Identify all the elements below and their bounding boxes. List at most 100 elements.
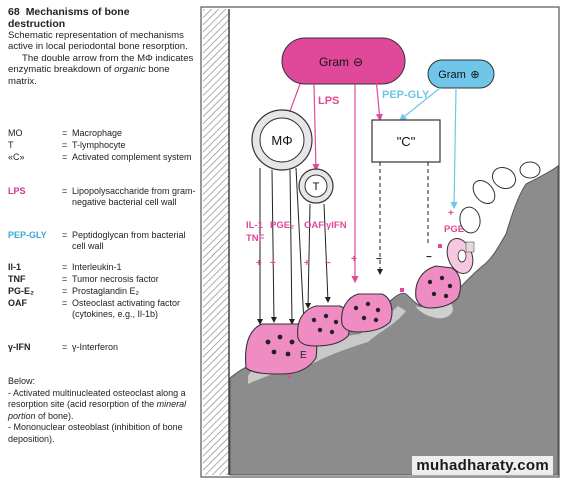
pge2-label: PGE₂ bbox=[270, 220, 294, 231]
legend-def: Prostaglandin E₂ bbox=[72, 286, 140, 296]
osteoclast-nucleus bbox=[333, 319, 339, 325]
osteoclast-nucleus bbox=[285, 351, 291, 357]
minus-sign: − bbox=[376, 254, 382, 265]
osteoblast bbox=[491, 166, 517, 190]
legend-abbr: PG-E₂ bbox=[8, 286, 35, 296]
osteoclast-nucleus bbox=[443, 293, 449, 299]
osteoblast-nucleus bbox=[457, 249, 467, 263]
below-heading: Below: bbox=[8, 376, 36, 386]
il1-label: IL-1 bbox=[246, 220, 264, 231]
legend-equals: = bbox=[62, 186, 68, 196]
below-item1-suffix: of bone). bbox=[35, 410, 74, 421]
plus-sign: + bbox=[351, 254, 357, 265]
osteoblast bbox=[472, 179, 496, 205]
legend-abbr: OAF bbox=[8, 298, 27, 308]
below-item2: - Mononuclear osteoblast (inhibition of … bbox=[8, 422, 183, 444]
description-para2-emph: organic bbox=[114, 64, 146, 76]
legend-abbr: PEP-GLY bbox=[8, 230, 47, 240]
gram-negative-sign: ⊖ bbox=[353, 55, 363, 69]
legend-def: Interleukin-1 bbox=[72, 262, 122, 272]
osteoclast-nucleus bbox=[361, 315, 367, 321]
legend-equals: = bbox=[62, 342, 68, 352]
legend-def: Osteoclast activating factor (cytokines,… bbox=[72, 298, 181, 319]
ifn-label: γIFN bbox=[326, 220, 347, 231]
legend-abbr: TNF bbox=[8, 274, 26, 284]
watermark: muhadharaty.com bbox=[412, 456, 553, 475]
complement-box bbox=[371, 119, 441, 163]
legend-equals: = bbox=[62, 298, 68, 308]
oaf-label: OAF bbox=[304, 220, 324, 231]
description-para1: Schematic representation of mechanisms a… bbox=[8, 30, 188, 53]
macrophage-inner bbox=[259, 117, 305, 163]
plus-sign: + bbox=[448, 208, 454, 219]
macrophage-arrow-4 bbox=[295, 167, 307, 325]
osteoclast-4 bbox=[415, 265, 462, 309]
legend-equals: = bbox=[62, 128, 68, 138]
legend-def: T-lymphocyte bbox=[72, 140, 126, 150]
osteoclast-nucleus bbox=[271, 349, 277, 355]
plus-sign: + bbox=[256, 258, 262, 269]
legend-abbr: γ-IFN bbox=[8, 342, 31, 352]
lps-arrow-complement bbox=[375, 77, 384, 122]
below-item1: - Activated multinucleated osteoclast al… bbox=[8, 388, 200, 423]
pge-right-label: PGE bbox=[444, 224, 464, 235]
legend-abbr: MO bbox=[8, 128, 23, 138]
lps-arrow-tcell bbox=[312, 83, 320, 172]
gram-positive-label: Gram bbox=[438, 69, 466, 81]
t-lymphocyte-inner bbox=[304, 174, 328, 198]
legend-abbr: LPS bbox=[8, 186, 26, 196]
gram-positive-bacterium bbox=[427, 59, 495, 89]
plus-sign: + bbox=[304, 258, 310, 269]
gram-negative-label: Gram bbox=[319, 55, 349, 69]
osteoclast-nucleus bbox=[373, 317, 379, 323]
macrophage-arrow-3 bbox=[288, 169, 295, 325]
legend-equals: = bbox=[62, 262, 68, 272]
legend-def: Tumor necrosis factor bbox=[72, 274, 159, 284]
plus-sign: + bbox=[286, 372, 292, 383]
description-para2-suffix: bone matrix. bbox=[8, 64, 170, 87]
legend-equals: = bbox=[62, 274, 68, 284]
tooth-root-hatch bbox=[203, 9, 229, 475]
enzyme-label: E bbox=[300, 350, 307, 361]
osteoclast-nucleus bbox=[375, 307, 381, 313]
bone-fragment bbox=[465, 241, 475, 253]
osteoclast-nucleus bbox=[317, 327, 323, 333]
osteoclast-nucleus bbox=[353, 305, 359, 311]
osteoclast-nucleus bbox=[447, 283, 453, 289]
pepgly-arrow-cells bbox=[450, 87, 458, 210]
lps-label: LPS bbox=[318, 95, 339, 107]
macrophage-label: MΦ bbox=[271, 133, 292, 148]
osteoclast-2 bbox=[297, 305, 351, 347]
below-notes: Below: - Activated multinucleated osteoc… bbox=[8, 376, 200, 446]
osteoclast-nucleus bbox=[439, 275, 445, 281]
legend-abbr: «C» bbox=[8, 152, 25, 162]
osteoclast-nucleus bbox=[265, 339, 271, 345]
legend-abbr: T bbox=[8, 140, 14, 150]
figure-number: 68 bbox=[8, 6, 20, 18]
osteoblast bbox=[459, 206, 481, 234]
legend-abbr: Il-1 bbox=[8, 262, 22, 272]
diagram-area: Gram ⊖ Gram ⊕ LPS PEP-GLY "C" MΦ T bbox=[200, 6, 561, 479]
legend-def: Peptidoglycan from bacterial cell wall bbox=[72, 230, 186, 251]
figure-description: Schematic representation of mechanisms a… bbox=[8, 30, 200, 87]
osteoclast-nucleus bbox=[365, 301, 371, 307]
below-item1-emph: mineral portion bbox=[8, 399, 187, 421]
bone-destruction-diagram: Gram ⊖ Gram ⊕ LPS PEP-GLY "C" MΦ T bbox=[200, 6, 560, 478]
legend-equals: = bbox=[62, 286, 68, 296]
osteoclast-3 bbox=[341, 293, 393, 333]
legend-equals: = bbox=[62, 140, 68, 150]
osteoclast-nucleus bbox=[329, 329, 335, 335]
below-item1-prefix: - Activated multinucleated osteoclast al… bbox=[8, 387, 186, 410]
mediator-dot bbox=[438, 244, 442, 248]
description-para2: The double arrow from the MΦ indicates e… bbox=[8, 53, 200, 87]
legend-def: γ-Interferon bbox=[72, 342, 119, 352]
legend-def: Activated complement system bbox=[72, 152, 192, 162]
tcell-arrow-1 bbox=[305, 203, 312, 309]
tcell-arrow-2 bbox=[323, 203, 331, 303]
minus-sign: − bbox=[426, 252, 432, 263]
figure-title-line1: Mechanisms of bone bbox=[25, 6, 130, 18]
t-lymphocyte-label: T bbox=[313, 181, 320, 193]
osteoclast-nucleus bbox=[311, 317, 317, 323]
gram-negative-bacterium bbox=[281, 37, 406, 85]
